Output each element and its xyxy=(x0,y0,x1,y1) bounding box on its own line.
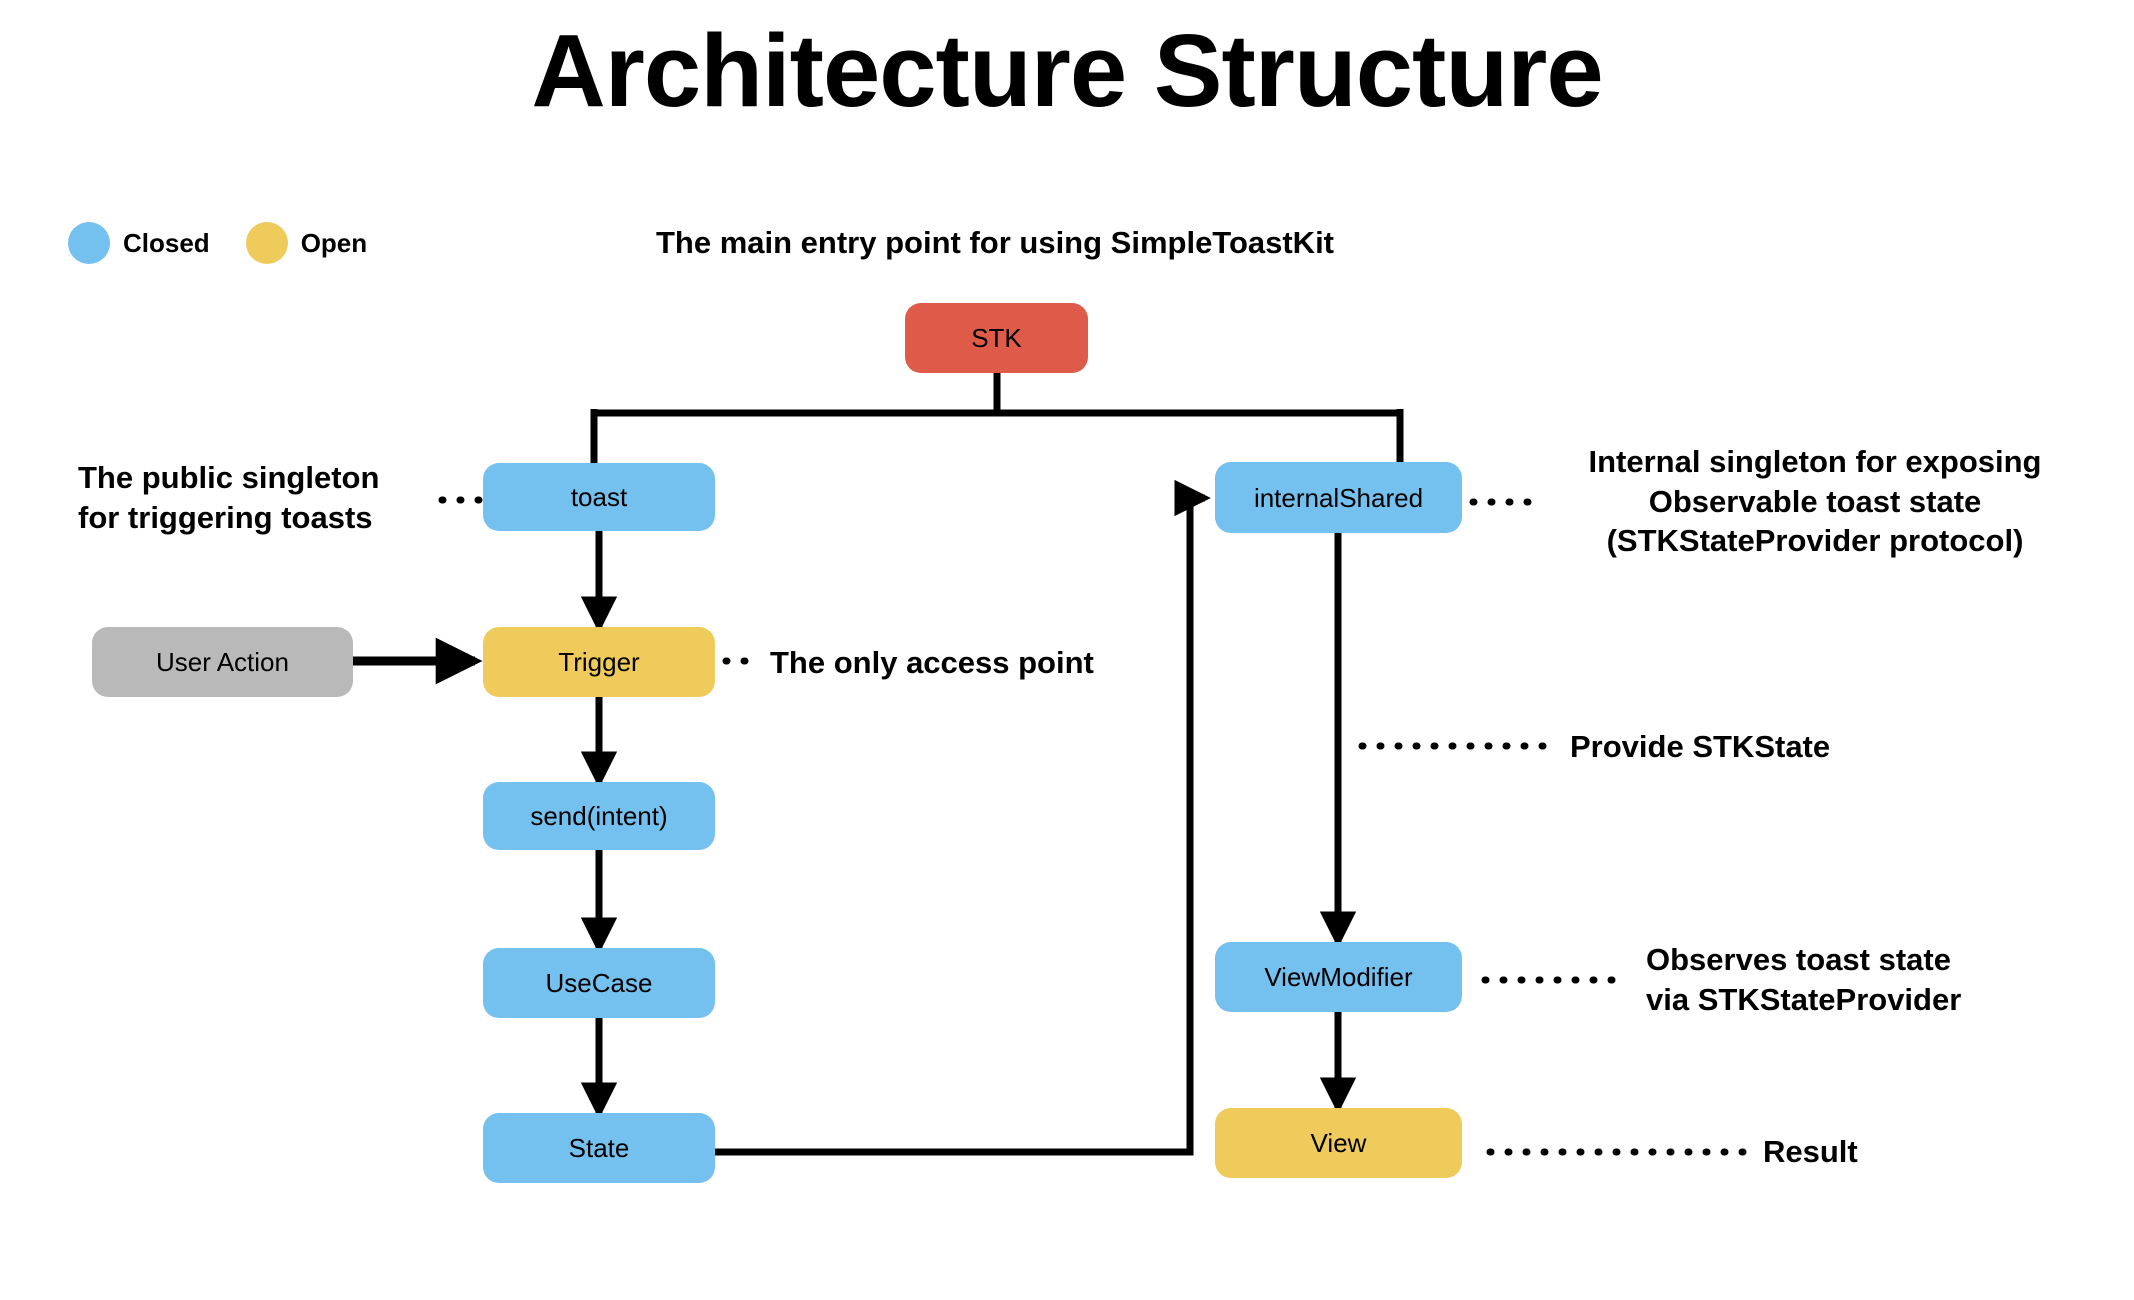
node-toast[interactable]: toast xyxy=(483,463,715,531)
edge-state-to-internalshared xyxy=(715,479,1211,1156)
node-send-intent[interactable]: send(intent) xyxy=(483,782,715,850)
node-trigger[interactable]: Trigger xyxy=(483,627,715,697)
node-view-modifier[interactable]: ViewModifier xyxy=(1215,942,1462,1012)
legend-label-closed: Closed xyxy=(123,227,210,258)
node-usecase[interactable]: UseCase xyxy=(483,948,715,1018)
node-state[interactable]: State xyxy=(483,1113,715,1183)
legend-swatch-open-icon xyxy=(245,222,288,264)
node-view[interactable]: View xyxy=(1215,1108,1462,1178)
annotation-only-access-point: The only access point xyxy=(770,645,1094,680)
legend-item-open: Open xyxy=(245,222,368,264)
annotation-public-singleton: The public singleton for triggering toas… xyxy=(78,460,380,535)
diagram-subtitle: The main entry point for using SimpleToa… xyxy=(655,225,1335,260)
node-stk[interactable]: STK xyxy=(905,303,1088,373)
annotation-observes-toast-state: Observes toast state via STKStateProvide… xyxy=(1646,942,1962,1017)
legend: Closed Open xyxy=(68,222,367,264)
legend-label-open: Open xyxy=(300,227,368,258)
node-user-action[interactable]: User Action xyxy=(92,627,353,697)
legend-item-closed: Closed xyxy=(68,222,210,264)
page-title: Architecture Structure xyxy=(531,13,1603,128)
annotation-result: Result xyxy=(1763,1134,1858,1169)
annotation-provide-stkstate: Provide STKState xyxy=(1570,729,1831,764)
legend-swatch-closed-icon xyxy=(68,222,110,264)
node-internal-shared[interactable]: internalShared xyxy=(1215,462,1462,533)
annotation-internal-singleton: Internal singleton for exposing Observab… xyxy=(1588,444,2042,559)
